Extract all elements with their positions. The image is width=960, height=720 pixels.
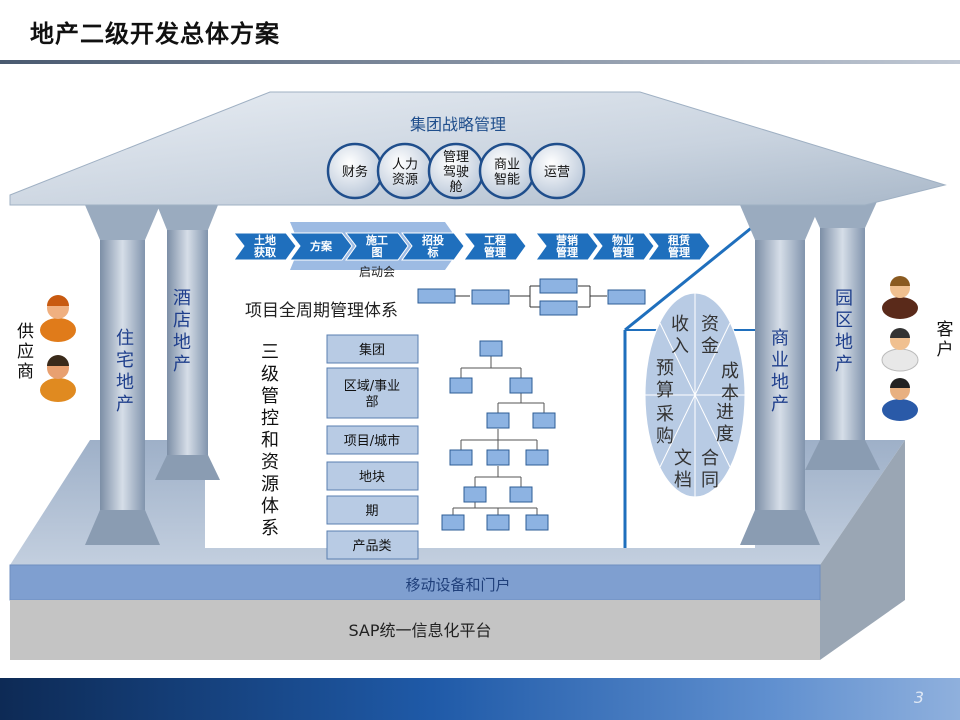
footer-bar: 3 [0, 678, 960, 720]
pillar-label-hotel: 酒店地产 [170, 288, 191, 376]
svg-text:进度: 进度 [716, 402, 734, 445]
svg-text:收入: 收入 [671, 314, 689, 357]
process-step-label: 工程管理 [484, 233, 506, 259]
control-level-label: 集团 [359, 342, 385, 358]
page-title: 地产二级开发总体方案 [30, 20, 280, 48]
process-chevrons: 土地获取 方案 施工图 招投标 工程管理 营销管理 物业管理 租赁管理 [232, 222, 711, 270]
process-step [232, 232, 297, 261]
flow-diagram [417, 278, 646, 316]
control-level-label: 地块 [359, 470, 385, 485]
process-step-label: 营销管理 [556, 233, 578, 259]
pillar-label-park: 园区地产 [832, 288, 853, 376]
platform-band [10, 600, 820, 660]
oval-segment-label: 资金 [701, 314, 719, 357]
svg-text:资金: 资金 [701, 314, 719, 357]
process-step [646, 232, 711, 261]
process-step-label: 租赁管理 [668, 233, 690, 259]
roof-circle [528, 142, 586, 200]
customer-person-icon [882, 378, 918, 421]
oval-segment-label: 进度 [716, 402, 734, 445]
control-level-box [326, 367, 419, 419]
roof-circle-label: 运营 [544, 165, 570, 180]
mobile-band-label: 移动设备和门户 [405, 576, 510, 594]
process-step [344, 232, 409, 261]
supplier-label: 供应商 [13, 322, 33, 382]
oval-segment-label: 收入 [671, 314, 689, 357]
control-level-box [326, 461, 419, 491]
control-label-text: 三级管控和资源体系 [261, 342, 279, 539]
platform-band-label: SAP统一信息化平台 [348, 621, 491, 640]
pillar-label-commercial: 商业地产 [768, 328, 789, 416]
roof-label: 集团战略管理 [410, 115, 506, 134]
pillar-hotel [155, 200, 220, 480]
roof-circle-label: 管理驾驶舱 [443, 150, 469, 195]
svg-text:合同: 合同 [701, 448, 719, 491]
svg-text:采购: 采购 [656, 404, 674, 447]
control-level-label: 期 [365, 504, 378, 519]
roof [9, 91, 947, 206]
svg-text:成本: 成本 [721, 361, 739, 404]
svg-text:文档: 文档 [674, 448, 692, 491]
roof-circle-label: 商业智能 [494, 158, 520, 188]
svg-text:三级管控和资源体系: 三级管控和资源体系 [261, 342, 279, 539]
process-step [462, 232, 527, 261]
pillar-commercial [740, 205, 820, 545]
pillar-label-residential: 住宅地产 [113, 328, 134, 416]
roof-circle-label: 人力资源 [392, 158, 418, 188]
title-divider [0, 60, 960, 64]
oval-segment-label: 成本 [721, 361, 739, 404]
system-label: 项目全周期管理体系 [245, 301, 398, 321]
customer-person-icon [882, 276, 918, 319]
roof-circle-label: 财务 [342, 164, 368, 180]
control-level-label: 项目/城市 [344, 433, 400, 449]
floor-side [820, 440, 905, 660]
svg-text:预算: 预算 [656, 358, 674, 401]
supplier-person-icon [40, 295, 76, 342]
process-step-label: 施工图 [366, 233, 388, 259]
customer-label: 客户 [937, 320, 954, 360]
kickoff-label: 启动会 [359, 265, 395, 279]
control-level-box [326, 495, 419, 525]
control-level-box [326, 334, 419, 364]
supplier-icons [40, 295, 76, 402]
process-step [400, 232, 465, 261]
process-step-label: 方案 [310, 239, 333, 253]
process-step-label: 物业管理 [612, 233, 634, 259]
supplier-person-icon [40, 355, 76, 402]
customer-person-icon [881, 328, 919, 372]
control-level-label: 产品类 [352, 539, 391, 554]
control-level-box [326, 425, 419, 455]
process-step-label: 招投标 [422, 233, 444, 259]
process-step [590, 232, 655, 261]
oval-segment-label: 预算 [656, 358, 674, 401]
process-step [534, 232, 599, 261]
oval-segment-label: 合同 [701, 448, 719, 491]
control-label: 三级管控和资源体系 [261, 342, 279, 539]
process-step [288, 232, 353, 261]
control-level-label: 区域/事业部 [344, 379, 400, 410]
oval-segment-label: 采购 [656, 404, 674, 447]
svg-text:客户: 客户 [937, 320, 954, 360]
pillar-residential [85, 205, 160, 545]
control-level-box [326, 530, 419, 560]
org-tree [441, 340, 556, 531]
customer-icons [881, 276, 919, 421]
oval-segment-label: 文档 [674, 448, 692, 491]
process-step-label: 土地获取 [254, 233, 276, 259]
page-number: 3 [913, 688, 924, 707]
